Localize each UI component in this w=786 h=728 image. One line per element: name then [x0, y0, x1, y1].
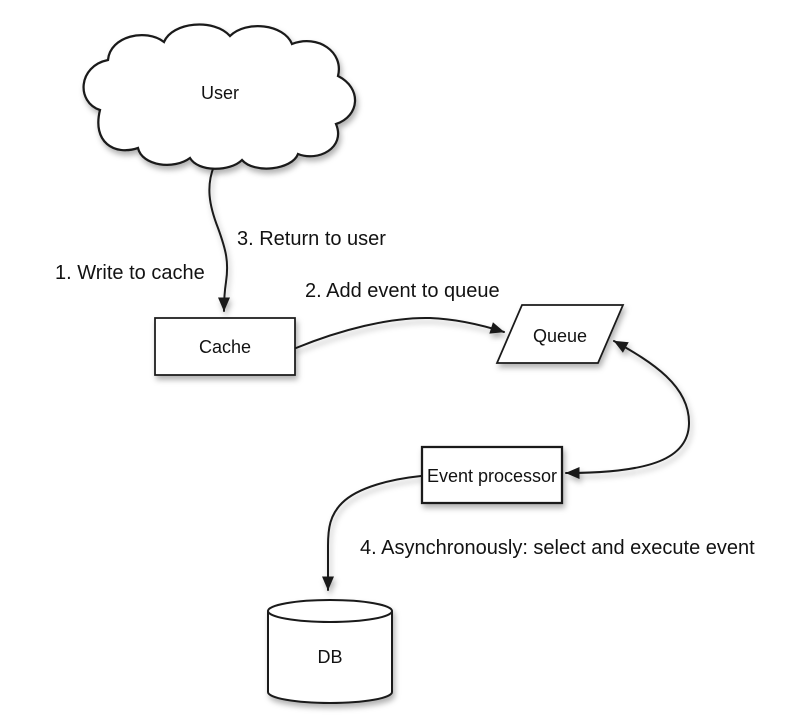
edge-queue-event-processor-bidirectional: [565, 340, 691, 479]
annotation-step3: 3. Return to user: [237, 228, 386, 250]
cache-node: [154, 317, 296, 376]
edge-cache-to-queue: [295, 316, 505, 349]
edge-user-to-cache: [208, 165, 231, 312]
edges: [208, 165, 691, 591]
queue-label: Queue: [533, 326, 587, 346]
event-processor-label: Event processor: [427, 466, 557, 486]
db-node: [267, 599, 393, 704]
cache-label: Cache: [199, 337, 251, 357]
queue-node: [495, 304, 625, 364]
labels: User Cache Queue Event processor DB 1. W…: [55, 83, 755, 667]
event-processor-node: [420, 445, 564, 505]
user-cloud-shape: [82, 23, 357, 170]
annotation-step2: 2. Add event to queue: [305, 280, 500, 302]
shapes: [82, 23, 625, 704]
annotation-step1: 1. Write to cache: [55, 262, 205, 284]
db-label: DB: [317, 647, 342, 667]
db-cylinder-top-rim: [267, 610, 393, 623]
edge-event-processor-to-db: [322, 475, 422, 591]
user-label: User: [201, 83, 239, 103]
db-cylinder-body: [267, 599, 393, 704]
annotation-step4: 4. Asynchronously: select and execute ev…: [360, 537, 755, 559]
